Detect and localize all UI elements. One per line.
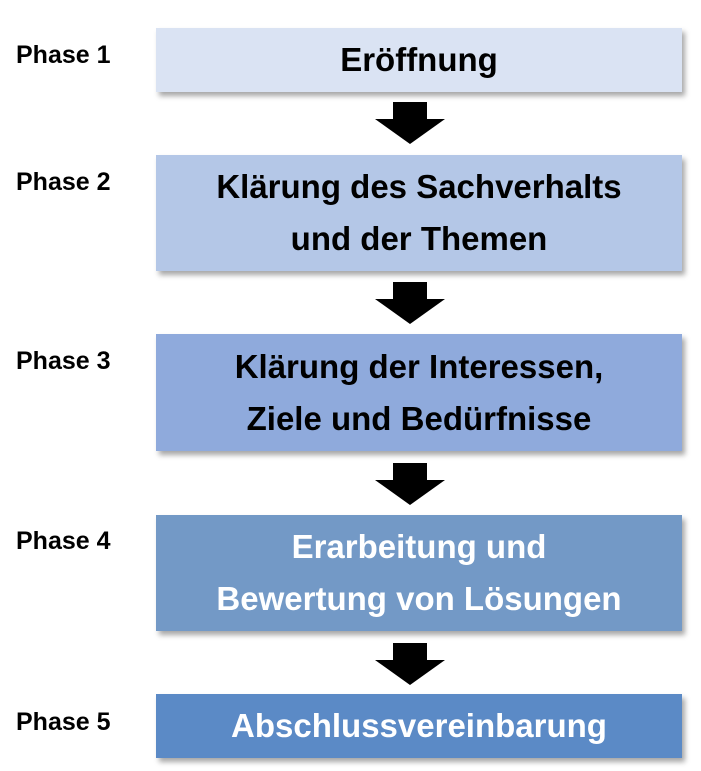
down-arrow-icon [375,282,445,324]
phase-4-label: Phase 4 [16,527,111,555]
phase-3-box: Klärung der Interessen, Ziele und Bedürf… [156,334,682,451]
phase-2-box: Klärung des Sachverhalts und der Themen [156,155,682,271]
down-arrow-icon [375,643,445,685]
phase-1-title: Eröffnung [340,41,498,78]
down-arrow-icon [375,102,445,144]
phase-2-title-line-1: Klärung des Sachverhalts [216,168,622,205]
phase-3-title-line-1: Klärung der Interessen, [234,347,604,385]
phase-5-label: Phase 5 [16,708,111,736]
phase-4-title-line-1: Erarbeitung und [291,528,547,565]
phase-4-box: Erarbeitung und Bewertung von Lösungen [156,515,682,631]
phase-5-title: Abschlussvereinbarung [231,707,607,744]
phase-4-title-line-2: Bewertung von Lösungen [216,580,622,617]
phase-3-title-line-2: Ziele und Bedürfnisse [246,399,592,437]
phase-2-label: Phase 2 [16,168,111,196]
phase-5-box: Abschlussvereinbarung [156,694,682,758]
down-arrow-icon [375,463,445,505]
phase-1-label: Phase 1 [16,41,111,69]
phase-2-title-line-2: und der Themen [290,220,548,257]
phase-3-label: Phase 3 [16,347,111,375]
phase-1-box: Eröffnung [156,28,682,92]
